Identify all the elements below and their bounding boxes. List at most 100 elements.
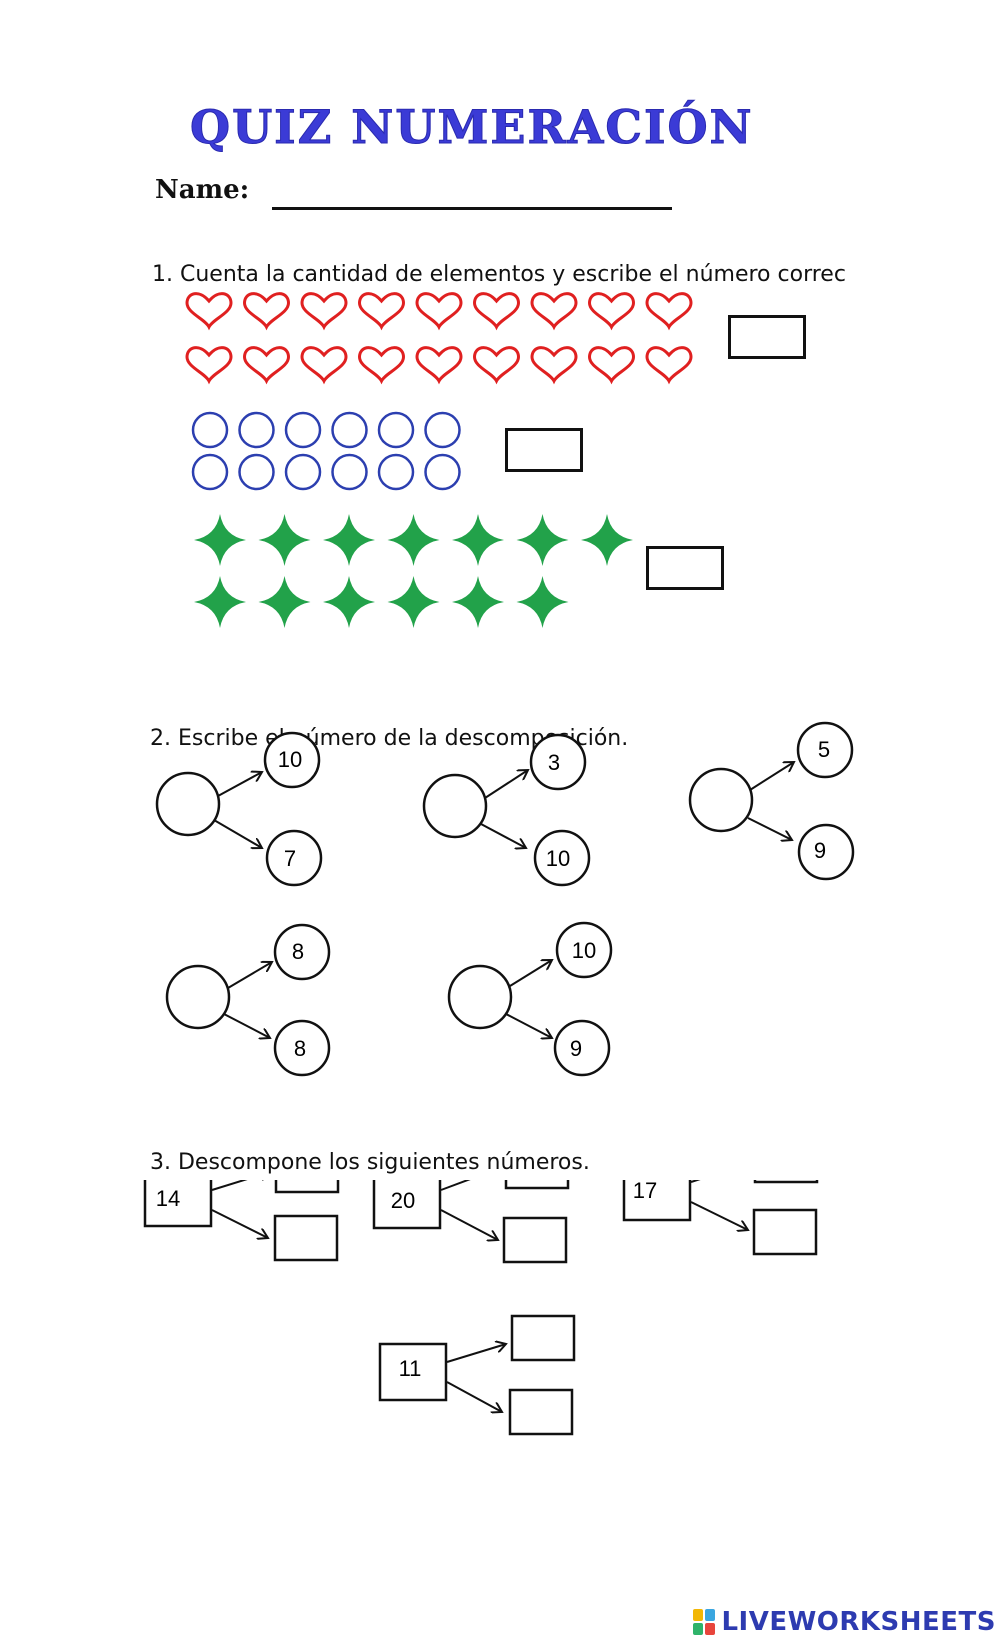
circle-icon: [424, 453, 461, 491]
heart-icon: [185, 292, 233, 329]
logo-square: [705, 1609, 716, 1621]
circle-icon: [424, 411, 461, 449]
heart-icon: [530, 292, 578, 329]
star-icon: [387, 576, 440, 628]
heart-icon: [473, 292, 520, 329]
star-icon: [452, 514, 504, 566]
circle-icon: [284, 453, 322, 491]
footer-brand: LIVEWORKSHEETS: [693, 1607, 996, 1637]
answer-box-top[interactable]: [274, 1180, 340, 1194]
circle-icon: [331, 411, 368, 449]
circle-icon: [191, 453, 229, 491]
answer-box-circles[interactable]: [505, 428, 583, 472]
question-3-text: 3. Descompone los siguientes números.: [150, 1150, 590, 1175]
counting-shapes: [185, 292, 693, 628]
circle-icon: [377, 411, 415, 449]
decomposition-item: 10 7: [155, 731, 323, 887]
star-icon: [516, 576, 569, 628]
heart-icon: [415, 346, 463, 383]
answer-circle[interactable]: [422, 773, 488, 839]
decompose-item: 17: [622, 1180, 819, 1256]
stars-group: [194, 514, 633, 628]
decompose-number: 14: [156, 1186, 180, 1211]
answer-box-top[interactable]: [510, 1314, 576, 1362]
decomposition-bottom-number: 9: [570, 1036, 582, 1061]
logo-square: [693, 1623, 704, 1635]
hearts-group: [185, 292, 693, 383]
decompose-item: 11: [378, 1314, 576, 1436]
decompose-number: 11: [399, 1356, 422, 1381]
star-icon: [258, 576, 311, 628]
decompose-item: 20: [372, 1180, 570, 1264]
decomposition-diagrams: 10 7 3 10 5 9 8 8 10 9: [155, 721, 855, 1077]
decomposition-top-number: 10: [572, 938, 596, 963]
circle-icon: [284, 411, 322, 449]
heart-icon: [588, 346, 635, 383]
heart-icon: [300, 346, 348, 383]
decomposition-item: 3 10: [422, 733, 591, 887]
page-title: QUIZ NUMERACIÓN: [190, 100, 754, 155]
answer-box-top[interactable]: [753, 1180, 819, 1184]
name-label: Name:: [155, 175, 250, 205]
answer-box-bottom[interactable]: [273, 1214, 339, 1262]
answer-circle[interactable]: [447, 964, 513, 1030]
decomposition-top-number: 10: [278, 747, 302, 772]
star-icon: [581, 514, 633, 566]
heart-icon: [185, 346, 233, 383]
answer-box-hearts[interactable]: [728, 315, 806, 359]
decompose-number: 20: [391, 1188, 415, 1213]
name-input-line[interactable]: [272, 207, 672, 210]
decomposition-top-number: 3: [548, 750, 560, 775]
star-icon: [194, 576, 246, 628]
star-icon: [516, 514, 569, 566]
heart-icon: [300, 292, 348, 329]
liveworksheets-logo-icon: [693, 1609, 716, 1635]
heart-icon: [415, 292, 463, 329]
footer-brand-text: LIVEWORKSHEETS: [721, 1607, 996, 1637]
answer-circle[interactable]: [165, 964, 231, 1030]
heart-icon: [645, 346, 693, 383]
star-icon: [452, 576, 504, 628]
decomposition-bottom-number: 9: [814, 838, 826, 863]
answer-box-top[interactable]: [504, 1180, 570, 1190]
heart-icon: [358, 346, 405, 383]
decompose-number: 17: [633, 1180, 657, 1203]
star-icon: [258, 514, 311, 566]
decompose-diagrams: 14 20 17 11: [143, 1180, 819, 1436]
star-icon: [323, 576, 375, 628]
answer-box-bottom[interactable]: [502, 1216, 568, 1264]
heart-icon: [243, 292, 290, 329]
answer-circle[interactable]: [688, 767, 754, 833]
circle-icon: [377, 453, 415, 491]
decomposition-top-number: 8: [292, 939, 304, 964]
heart-icon: [645, 292, 693, 329]
decomposition-bottom-number: 7: [284, 846, 296, 871]
answer-box-bottom[interactable]: [752, 1208, 818, 1256]
star-icon: [194, 514, 246, 566]
decomposition-bottom-number: 10: [546, 846, 570, 871]
heart-icon: [243, 346, 290, 383]
logo-square: [705, 1623, 716, 1635]
question-1-text: 1. Cuenta la cantidad de elementos y esc…: [152, 262, 846, 287]
heart-icon: [530, 346, 578, 383]
star-icon: [323, 514, 375, 566]
heart-icon: [473, 346, 520, 383]
decompose-item: 14: [143, 1180, 340, 1262]
decomposition-item: 8 8: [165, 923, 331, 1077]
circles-group: [191, 411, 461, 491]
decomposition-item: 5 9: [688, 721, 855, 881]
logo-square: [693, 1609, 704, 1621]
answer-box-stars[interactable]: [646, 546, 724, 590]
star-icon: [387, 514, 440, 566]
answer-circle[interactable]: [155, 771, 221, 837]
heart-icon: [358, 292, 405, 329]
heart-icon: [588, 292, 635, 329]
decomposition-top-number: 5: [818, 737, 830, 762]
circle-icon: [331, 453, 368, 491]
circle-icon: [191, 411, 229, 449]
circle-icon: [238, 411, 275, 449]
decomposition-bottom-number: 8: [294, 1036, 306, 1061]
decomposition-item: 10 9: [447, 921, 613, 1077]
circle-icon: [238, 453, 275, 491]
answer-box-bottom[interactable]: [508, 1388, 574, 1436]
